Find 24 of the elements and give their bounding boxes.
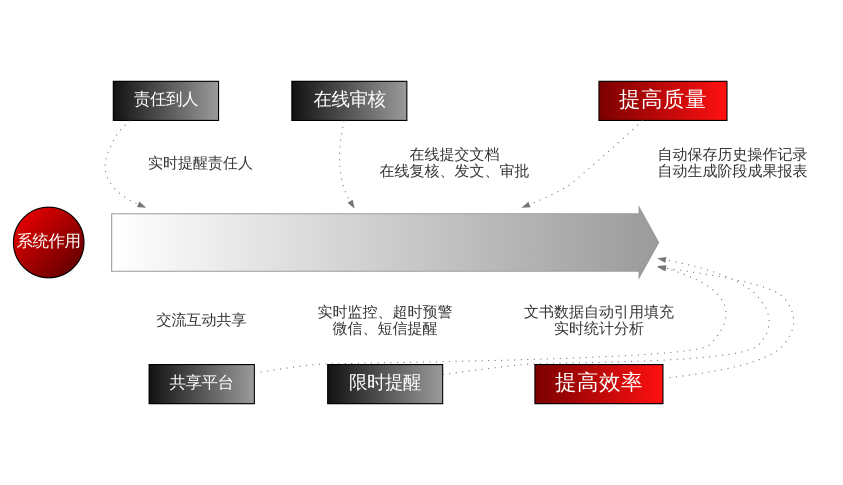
node-box: 提高质量 (598, 80, 728, 121)
node-label: 微信、短信提醒 (332, 319, 438, 338)
node-label: 自动生成阶段成果报表 (657, 162, 808, 180)
node-box: 在线审核 (291, 80, 408, 121)
node-label: 实时监控、超时预警 (318, 303, 453, 322)
arrow (442, 256, 770, 376)
node-circle: 系统作用 (12, 206, 85, 278)
node-label: 实时统计分析 (554, 319, 644, 338)
node-label: 实时提醒责任人 (148, 154, 254, 172)
node-label: 自动保存历史操作记录 (657, 146, 808, 164)
arrow (104, 120, 146, 208)
node-label: 文书数据自动引用填充 (524, 303, 674, 322)
node-box: 责任到人 (112, 80, 220, 121)
arrow (657, 265, 794, 379)
node-label: 在线复核、发文、审批 (380, 162, 530, 180)
arrow (521, 120, 644, 208)
node-label: 在线提交文档 (410, 146, 500, 164)
node-box: 共享平台 (148, 364, 255, 404)
node-box: 限时提醒 (327, 364, 444, 404)
node-arrow (111, 205, 660, 280)
arrow (254, 265, 726, 374)
arrow (339, 120, 355, 209)
node-box: 提高效率 (534, 364, 664, 404)
node-label: 交流互动共享 (156, 311, 247, 330)
